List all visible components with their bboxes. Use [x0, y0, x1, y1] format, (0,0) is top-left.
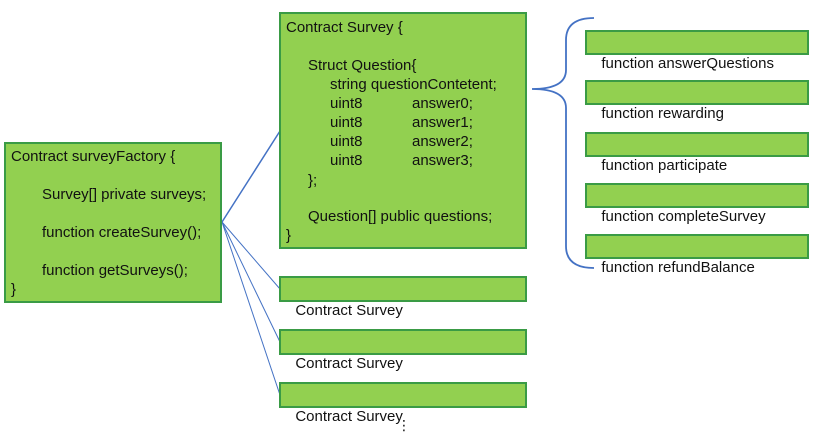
factory-contract-box: Contract surveyFactory { Survey[] privat… — [4, 142, 222, 303]
factory-line-1: Contract surveyFactory { — [11, 148, 176, 165]
factory-line-2: Survey[] private surveys; — [42, 186, 207, 203]
survey-instance-label: Contract Survey — [295, 302, 403, 319]
factory-line-4: function getSurveys(); — [42, 262, 188, 279]
survey-detail-type-1: uint8 — [330, 114, 363, 131]
curly-brace — [531, 17, 595, 269]
function-label: function completeSurvey — [601, 208, 766, 225]
factory-line-5: } — [11, 281, 17, 298]
function-box-refund-balance: function refundBalance — [585, 234, 809, 276]
function-label: function participate — [601, 157, 728, 174]
survey-detail-field-3: answer3; — [412, 152, 473, 169]
factory-line-3: function createSurvey(); — [42, 224, 202, 241]
function-label: function rewarding — [601, 105, 724, 122]
survey-detail-field-0: answer0; — [412, 95, 473, 112]
survey-detail-type-3: uint8 — [330, 152, 363, 169]
function-box-participate: function participate — [585, 132, 809, 174]
connector-factory-to-survey-detail — [221, 130, 281, 223]
function-box-rewarding: function rewarding — [585, 80, 809, 122]
connector-factory-to-survey-1 — [221, 221, 281, 290]
survey-detail-line-2: Struct Question{ — [308, 57, 417, 74]
survey-instance-box-3: Contract Survey — [279, 382, 527, 425]
survey-detail-line-3: string questionContetent; — [330, 76, 497, 93]
survey-detail-line-questions: Question[] public questions; — [308, 208, 493, 225]
survey-detail-box: Contract Survey { Struct Question{ strin… — [279, 12, 527, 249]
continuation-ellipsis: ⋮ — [397, 417, 411, 433]
function-box-answer-questions: function answerQuestions — [585, 30, 809, 72]
survey-detail-line-end: } — [286, 227, 292, 244]
connector-factory-to-survey-2 — [221, 221, 281, 343]
survey-detail-field-1: answer1; — [412, 114, 473, 131]
survey-instance-label: Contract Survey — [295, 355, 403, 372]
function-label: function refundBalance — [601, 259, 755, 276]
survey-detail-type-2: uint8 — [330, 133, 363, 150]
survey-detail-type-0: uint8 — [330, 95, 363, 112]
connector-factory-to-survey-3 — [221, 221, 281, 396]
function-box-complete-survey: function completeSurvey — [585, 183, 809, 225]
survey-detail-line-1: Contract Survey { — [286, 19, 403, 36]
survey-instance-box-2: Contract Survey — [279, 329, 527, 372]
function-label: function answerQuestions — [601, 55, 774, 72]
survey-detail-line-struct-end: }; — [308, 172, 318, 189]
survey-instance-box-1: Contract Survey — [279, 276, 527, 319]
survey-instance-label: Contract Survey — [295, 408, 403, 425]
survey-detail-field-2: answer2; — [412, 133, 473, 150]
